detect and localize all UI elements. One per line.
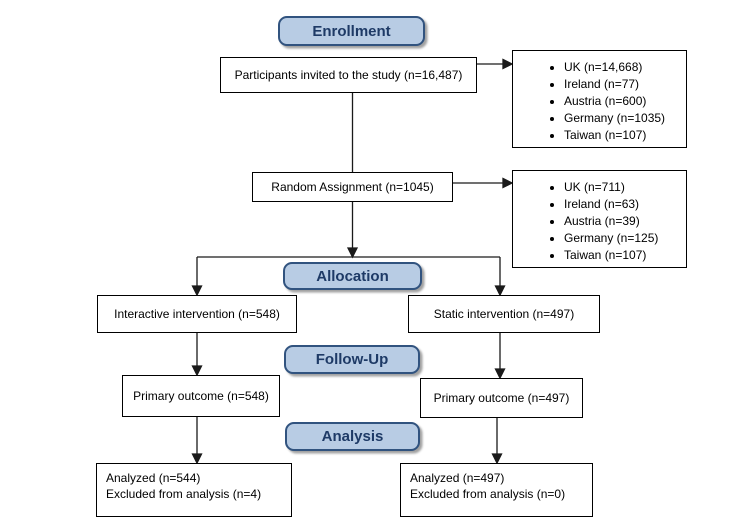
excluded-line: Excluded from analysis (n=0) [410,487,566,501]
country-item: Germany (n=1035) [564,110,686,127]
box-invited-country-breakdown: UK (n=14,668) Ireland (n=77) Austria (n=… [512,50,687,148]
stage-header-followup: Follow-Up [284,345,420,374]
stage-header-enrollment: Enrollment [278,16,425,46]
stage-header-allocation: Allocation [283,262,422,290]
box-analyzed-interactive: Analyzed (n=544) Excluded from analysis … [96,463,292,517]
box-primary-outcome-interactive: Primary outcome (n=548) [122,375,280,417]
analyzed-line: Analyzed (n=497) [410,471,505,485]
stage-header-analysis: Analysis [285,422,420,451]
box-participants-invited: Participants invited to the study (n=16,… [220,57,477,93]
country-item: Ireland (n=63) [564,196,686,213]
box-analyzed-static: Analyzed (n=497) Excluded from analysis … [400,463,593,517]
country-item: Ireland (n=77) [564,76,686,93]
country-item: Taiwan (n=107) [564,127,686,144]
country-item: Germany (n=125) [564,230,686,247]
country-item: Austria (n=39) [564,213,686,230]
country-item: UK (n=14,668) [564,59,686,76]
assigned-country-list: UK (n=711) Ireland (n=63) Austria (n=39)… [513,179,686,264]
excluded-line: Excluded from analysis (n=4) [106,487,262,501]
analyzed-line: Analyzed (n=544) [106,471,201,485]
country-item: Austria (n=600) [564,93,686,110]
box-interactive-intervention: Interactive intervention (n=548) [97,295,297,333]
box-random-assignment: Random Assignment (n=1045) [252,172,453,202]
invited-country-list: UK (n=14,668) Ireland (n=77) Austria (n=… [513,59,686,144]
box-static-intervention: Static intervention (n=497) [408,295,600,333]
country-item: UK (n=711) [564,179,686,196]
box-primary-outcome-static: Primary outcome (n=497) [420,378,583,418]
country-item: Taiwan (n=107) [564,247,686,264]
box-assigned-country-breakdown: UK (n=711) Ireland (n=63) Austria (n=39)… [512,170,687,268]
